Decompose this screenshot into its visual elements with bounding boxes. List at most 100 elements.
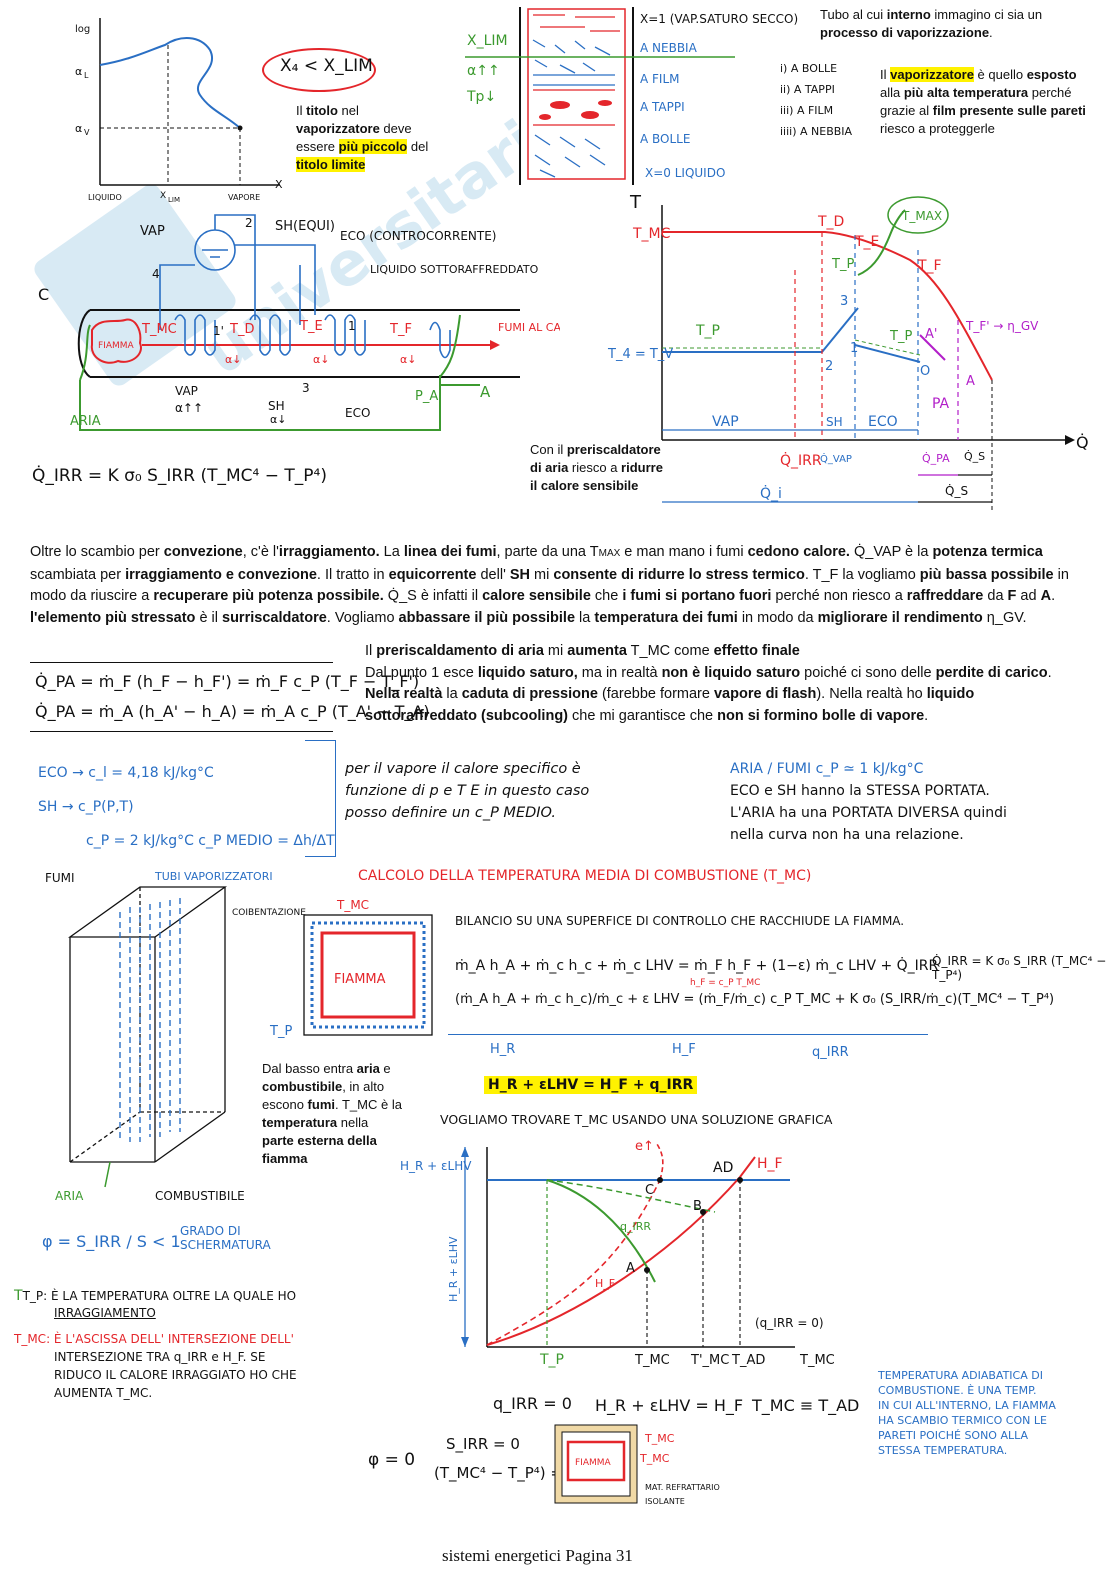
flame-cross-section: FIAMMA COIBENTAZIONE T_MC T_P [232,898,433,1039]
tmc-definition: T_MC: È L'ASCISSA DELL' INTERSEZIONE DEL… [14,1332,297,1400]
svg-text:T_P: T_P [831,257,854,272]
qirr-label: q_IRR [812,1045,849,1060]
qirr-zero: q_IRR = 0 [493,1394,572,1413]
svg-text:ISOLANTE: ISOLANTE [645,1497,685,1506]
svg-text:V: V [84,128,90,137]
svg-text:T_MC: T_MC [336,898,369,912]
svg-text:T_P: T_P [695,323,720,339]
cp-equations: ECO → c_l = 4,18 kJ/kg°C SH → c_P(P,T) c… [38,765,335,849]
svg-text:FUMI: FUMI [45,871,75,885]
svg-text:1: 1 [850,341,858,356]
qirr-formula: Q̇_IRR = K σ₀ S_IRR (T_MC⁴ − T_P⁴) [32,466,327,486]
svg-text:P_A: P_A [415,389,438,404]
svg-text:ARIA: ARIA [55,1189,84,1203]
svg-text:T_MC: T_MC [799,1353,835,1368]
svg-text:A TAPPI: A TAPPI [640,100,685,114]
svg-text:X_LIM: X_LIM [467,33,508,49]
titolo-formula: X₄ < X_LIM [280,56,373,76]
tq-diagram: T Q̇ T_MAX T_MC T_D T_E T_P T_F T_P T_P … [607,192,1089,510]
hf-label: H_F [672,1042,696,1057]
svg-text:T_F: T_F [389,322,412,337]
svg-text:TUBI VAPORIZZATORI: TUBI VAPORIZZATORI [154,870,273,883]
page-footer: sistemi energetici Pagina 31 [442,1546,633,1565]
svg-text:X: X [160,191,166,201]
svg-text:T_P: T_P [539,1352,564,1368]
svg-text:3: 3 [840,294,848,309]
svg-text:T'_MC: T'_MC [690,1353,729,1368]
svg-text:FIAMMA: FIAMMA [575,1458,612,1468]
svg-text:X=0 LIQUIDO: X=0 LIQUIDO [645,166,725,180]
svg-text:T_AD: T_AD [731,1353,765,1368]
svg-text:T_F' → η_GV: T_F' → η_GV [965,319,1039,333]
svg-text:4: 4 [152,267,160,281]
svg-text:T_E: T_E [854,234,879,250]
svg-text:SH: SH [826,415,843,429]
preheater-note: Con il preriscaldatore di aria riesco a … [530,442,663,493]
svg-text:T_4 = T_V: T_4 = T_V [607,347,673,362]
svg-text:LIM: LIM [168,196,180,204]
qirr-side-formula: Q̇_IRR = K σ₀ S_IRR (T_MC⁴ − T_P⁴) [932,954,1107,982]
svg-text:X: X [275,178,283,191]
hf-note: h_F = c_P T_MC [690,978,761,988]
svg-text:3: 3 [302,381,310,395]
svg-text:Q̇_S: Q̇_S [964,450,985,463]
boiler-schematic: FIAMMA VAP SH(EQUI) ECO (CONTROCORRENTE)… [38,214,560,431]
qpa-box [30,662,333,732]
svg-text:FUMI AL CAMINO: FUMI AL CAMINO [498,321,560,334]
svg-text:T_MAX: T_MAX [901,209,942,223]
svg-text:T_E: T_E [299,319,323,334]
svg-text:SH: SH [268,399,285,413]
combustion-title: CALCOLO DELLA TEMPERATURA MEDIA DI COMBU… [358,868,812,884]
svg-text:1': 1' [213,324,224,338]
svg-text:T_D: T_D [229,322,254,337]
hr-eq-hf: H_R + εLHV = H_F [595,1396,744,1415]
svg-text:T_MC: T_MC [634,1353,670,1368]
svg-text:O: O [920,364,930,379]
svg-text:H_R + εLHV: H_R + εLHV [447,1236,460,1302]
svg-text:T_P: T_P [889,329,912,344]
svg-text:α↓: α↓ [225,353,241,366]
svg-text:FIAMMA: FIAMMA [98,341,135,351]
svg-text:A: A [966,374,975,389]
tube-note: Tubo al cui interno immagino ci sia un p… [820,7,1043,40]
svg-text:Q̇_IRR: Q̇_IRR [780,452,822,469]
svg-text:A: A [626,1261,635,1276]
svg-text:B: B [693,1199,702,1214]
svg-text:COMBUSTIBILE: COMBUSTIBILE [155,1189,245,1203]
svg-text:VAP: VAP [140,224,165,239]
svg-text:T_MC: T_MC [644,1432,675,1445]
svg-text:1: 1 [348,319,356,333]
svg-text:FIAMMA: FIAMMA [334,972,386,987]
svg-text:α↓: α↓ [270,413,286,426]
alpha-v-label: α [75,122,82,135]
phi-formula: φ = S_IRR / S < 1 [42,1232,181,1251]
titolo-note: Il titolo nel vaporizzatore deve essere … [296,103,429,172]
svg-text:ECO: ECO [868,414,898,430]
y-label-log: log [75,24,90,35]
svg-text:T_MC: T_MC [639,1452,670,1465]
svg-text:Q̇_VAP: Q̇_VAP [820,452,852,465]
grafica-text: VOGLIAMO TROVARE T_MC USANDO UNA SOLUZIO… [440,1112,833,1127]
svg-text:H_R + εLHV: H_R + εLHV [400,1159,472,1173]
svg-text:VAP: VAP [175,384,198,398]
svg-text:Tp↓: Tp↓ [466,89,496,105]
svg-text:L: L [84,71,89,80]
svg-text:q_IRR: q_IRR [620,1220,651,1233]
grado-schermatura: GRADO DI SCHERMATURA [180,1224,271,1252]
svg-text:C: C [645,1183,654,1198]
svg-text:α↓: α↓ [313,353,329,366]
svg-text:T_F: T_F [917,258,942,274]
tad-note: TEMPERATURA ADIABATICA DI COMBUSTIONE. È… [878,1369,1056,1457]
aria-fumi-note: ARIA / FUMI c_P ≃ 1 kJ/kg°C ECO e SH han… [730,761,1007,843]
qpa-equations: Q̇_PA = ṁ_F (h_F − h_F') = ṁ_F c_P (T_F … [35,672,430,721]
svg-text:H_F: H_F [595,1277,615,1290]
svg-text:H_F: H_F [757,1156,783,1172]
vapor-cp-note: per il vapore il calore specifico è funz… [345,761,590,821]
t4-zero: (T_MC⁴ − T_P⁴) = 0 [434,1464,578,1482]
hr-label: H_R [490,1042,516,1057]
svg-text:α↑↑: α↑↑ [467,63,500,79]
chamber-note: Dal basso entra aria e combustibile, in … [262,1061,402,1166]
adiabatic-chamber: FIAMMA T_MC T_MC MAT. REFRATTARIO ISOLAN… [554,1424,720,1506]
svg-text:T_MC: T_MC [632,226,671,242]
svg-text:A': A' [925,327,937,342]
